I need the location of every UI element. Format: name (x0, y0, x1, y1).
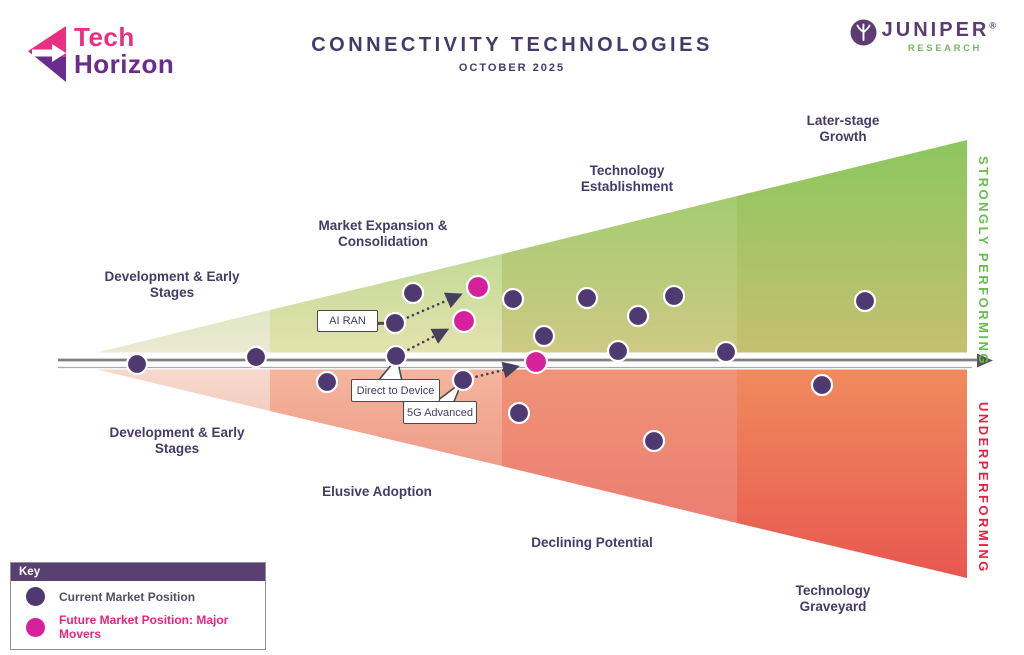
current-position-dot (501, 287, 525, 311)
legend-item-current: Current Market Position (19, 587, 257, 606)
funnel-band-top-1 (62, 310, 270, 361)
stage-label-development-early-bottom: Development & Early Stages (109, 425, 245, 457)
current-position-dot (642, 429, 666, 453)
funnel-band-bottom-1 (62, 361, 270, 411)
current-position-dot (714, 340, 738, 364)
current-position-dot (532, 324, 556, 348)
axis-arrowhead (977, 353, 993, 368)
logo-word-horizon: Horizon (74, 48, 175, 79)
label-strongly-performing: STRONGLY PERFORMING (976, 156, 991, 367)
current-position-dot (383, 311, 407, 335)
juniper-logo-icon (850, 19, 877, 46)
stage-label-development-early-top: Development & Early Stages (104, 269, 240, 301)
juniper-brand-sub: RESEARCH (907, 43, 982, 54)
mover-arrow (406, 292, 463, 319)
stage-label-market-expansion: Market Expansion & Consolidation (318, 218, 448, 250)
funnel-band-top-4 (737, 140, 967, 361)
callout-5g-advanced: 5G Advanced (403, 401, 477, 424)
funnel-band-top-3 (502, 196, 737, 361)
stage-label-later-stage-growth: Later-stage Growth (806, 113, 880, 145)
legend-item-label: Current Market Position (59, 589, 196, 604)
logo-word-tech: Tech (74, 22, 135, 52)
current-position-dot (662, 284, 686, 308)
label-underperforming: UNDERPERFORMING (976, 402, 991, 574)
stage-label-elusive-adoption: Elusive Adoption (322, 484, 432, 499)
techhorizon-logo: Tech Horizon (26, 24, 174, 84)
juniper-brand-name: JUNIPER® (881, 19, 996, 41)
current-position-dot (626, 304, 650, 328)
current-position-dot (451, 368, 475, 392)
page-subtitle: OCTOBER 2025 (458, 62, 566, 74)
funnel-band-bottom-3 (502, 361, 737, 523)
funnel-band-top-2 (270, 254, 502, 361)
callout-ai-ran: AI RAN (317, 310, 378, 332)
page-title: CONNECTIVITY TECHNOLOGIES (311, 34, 713, 56)
legend: Key Current Market Position Future Marke… (10, 562, 266, 650)
stage-label-technology-graveyard: Technology Graveyard (795, 583, 871, 615)
current-position-dot (401, 281, 425, 305)
current-position-dot (810, 373, 834, 397)
current-position-dot (575, 286, 599, 310)
registered-mark: ® (989, 20, 996, 31)
current-position-dot (853, 289, 877, 313)
future-position-swatch (26, 617, 45, 637)
stage-label-declining-potential: Declining Potential (531, 535, 653, 550)
juniper-research-logo: JUNIPER® RESEARCH (850, 19, 996, 54)
current-position-dot (606, 339, 630, 363)
mover-arrow (475, 361, 520, 379)
future-position-dot (465, 274, 491, 300)
techhorizon-logo-icon (28, 26, 66, 82)
funnel-band-bottom-4 (737, 361, 967, 578)
legend-item-future: Future Market Position: Major Movers (19, 613, 257, 641)
future-position-dot (523, 349, 549, 375)
mover-arrow (407, 328, 450, 351)
stage-label-technology-establishment: Technology Establishment (580, 163, 674, 195)
current-position-dot (384, 344, 408, 368)
current-position-dot (244, 345, 268, 369)
future-position-dot (451, 308, 477, 334)
current-position-dot (125, 352, 149, 376)
current-position-dot (507, 401, 531, 425)
current-position-dot (315, 370, 339, 394)
title-block: CONNECTIVITY TECHNOLOGIES OCTOBER 2025 (0, 34, 1024, 74)
legend-body: Current Market Position Future Market Po… (11, 581, 265, 649)
legend-title: Key (11, 563, 265, 581)
callout-direct-to-device: Direct to Device (351, 379, 440, 402)
legend-item-label: Future Market Position: Major Movers (59, 613, 229, 641)
current-position-swatch (26, 587, 45, 606)
